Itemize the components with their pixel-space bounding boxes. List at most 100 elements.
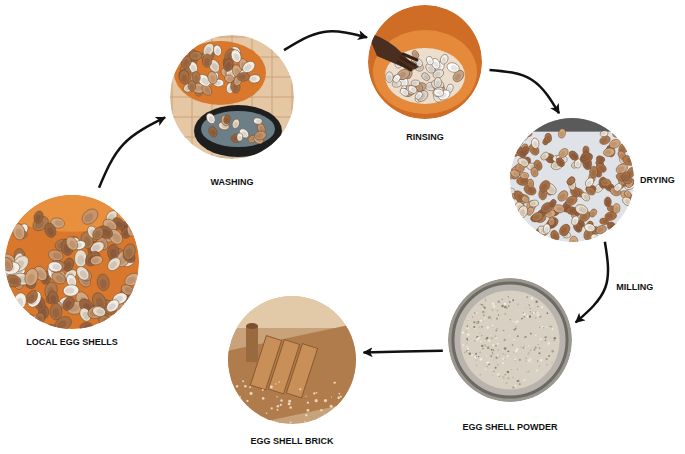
powder-grain [504, 347, 507, 350]
powder-grain [495, 356, 498, 359]
egg-shell [23, 267, 40, 288]
powder-grain [497, 349, 499, 351]
egg-shell [508, 217, 521, 232]
step-label: DRYING [640, 175, 675, 186]
egg-shell [545, 133, 552, 143]
shell-inner [528, 240, 532, 245]
sand-grain [280, 399, 283, 402]
shell-outer [253, 117, 263, 125]
shell-inner [36, 316, 43, 325]
shell-inner [512, 171, 519, 177]
egg-shell [0, 209, 11, 224]
powder-grain [475, 357, 477, 359]
shell-inner [126, 275, 137, 285]
shell-outer [506, 129, 519, 140]
powder-grain [546, 312, 548, 314]
shell-inner [516, 229, 522, 235]
shell-inner [567, 179, 573, 185]
shell-inner [614, 185, 620, 191]
powder-grain [483, 307, 485, 309]
photo [170, 35, 294, 159]
powder-grain [526, 296, 527, 297]
egg-shell [509, 168, 521, 178]
powder-grain [467, 326, 468, 327]
flow-arrow [364, 351, 443, 353]
powder-grain [529, 315, 532, 318]
shell-inner [15, 228, 24, 239]
powder-grain [527, 296, 529, 298]
powder-grain [465, 331, 467, 333]
shell-inner [2, 214, 10, 223]
shell-outer [74, 264, 92, 283]
shell-outer [567, 149, 580, 162]
shell-outer [91, 225, 106, 242]
powder-grain [533, 349, 535, 351]
step-label: EGG SHELL POWDER [463, 422, 558, 433]
sand-grain [238, 396, 240, 398]
shell-inner [521, 132, 528, 140]
sand-grain [331, 396, 332, 397]
egg-shell [50, 270, 68, 287]
powder-grain [508, 296, 509, 297]
egg-shell [548, 217, 554, 225]
shell-outer [32, 210, 44, 224]
powder-grain [491, 349, 493, 351]
egg-shell [558, 128, 566, 138]
shell-outer [558, 128, 566, 138]
powder-grain [529, 304, 530, 305]
shell-outer [605, 220, 618, 234]
powder-grain [487, 366, 488, 367]
shell-inner [129, 227, 134, 235]
powder-grain [514, 328, 516, 330]
shell-inner [511, 222, 519, 231]
sand-grain [354, 381, 356, 383]
shell-inner [623, 128, 632, 136]
shell-inner [515, 235, 519, 241]
shell-inner [52, 252, 62, 260]
shell-inner [191, 53, 199, 59]
powder-grain [541, 306, 543, 308]
shell-outer [537, 179, 552, 194]
powder-grain [480, 320, 482, 322]
sand-grain [315, 399, 318, 402]
egg-shell [527, 237, 535, 246]
shell-outer [0, 209, 11, 224]
shell-outer [549, 229, 560, 242]
powder-grain [531, 361, 532, 362]
powder-grain [483, 315, 484, 316]
sand-grain [304, 421, 306, 423]
shell-outer [222, 58, 234, 73]
powder-grain [495, 367, 497, 369]
shell-outer [223, 114, 231, 124]
shell-outer [415, 89, 430, 104]
egg-shell [585, 185, 597, 196]
step-label: LOCAL EGG SHELLS [26, 337, 117, 348]
powder-grain [504, 313, 506, 315]
shell-outer [25, 289, 40, 306]
shell-inner [540, 192, 545, 199]
sand-grain [299, 388, 301, 390]
shell-outer [102, 317, 122, 336]
shell-outer [207, 125, 218, 138]
powder-grain [517, 380, 519, 382]
egg-shell [531, 138, 540, 149]
shell-outer [520, 226, 530, 239]
powder-grain [476, 322, 478, 324]
powder-grain [517, 335, 519, 337]
egg-shell [205, 112, 217, 126]
powder-grain [534, 347, 536, 349]
bowl-ground [448, 278, 572, 402]
egg-shell [574, 203, 589, 217]
shell-inner [108, 260, 118, 270]
shell-outer [0, 210, 12, 225]
powder-grain [496, 328, 497, 329]
egg-shell [189, 51, 202, 61]
shell-outer [23, 267, 40, 288]
photo [367, 5, 482, 119]
shell-outer [50, 270, 68, 287]
egg-shell [130, 317, 143, 332]
shell-outer [105, 255, 123, 273]
shell-outer [20, 324, 37, 338]
shell-outer [626, 142, 640, 153]
shell-inner [587, 225, 594, 231]
